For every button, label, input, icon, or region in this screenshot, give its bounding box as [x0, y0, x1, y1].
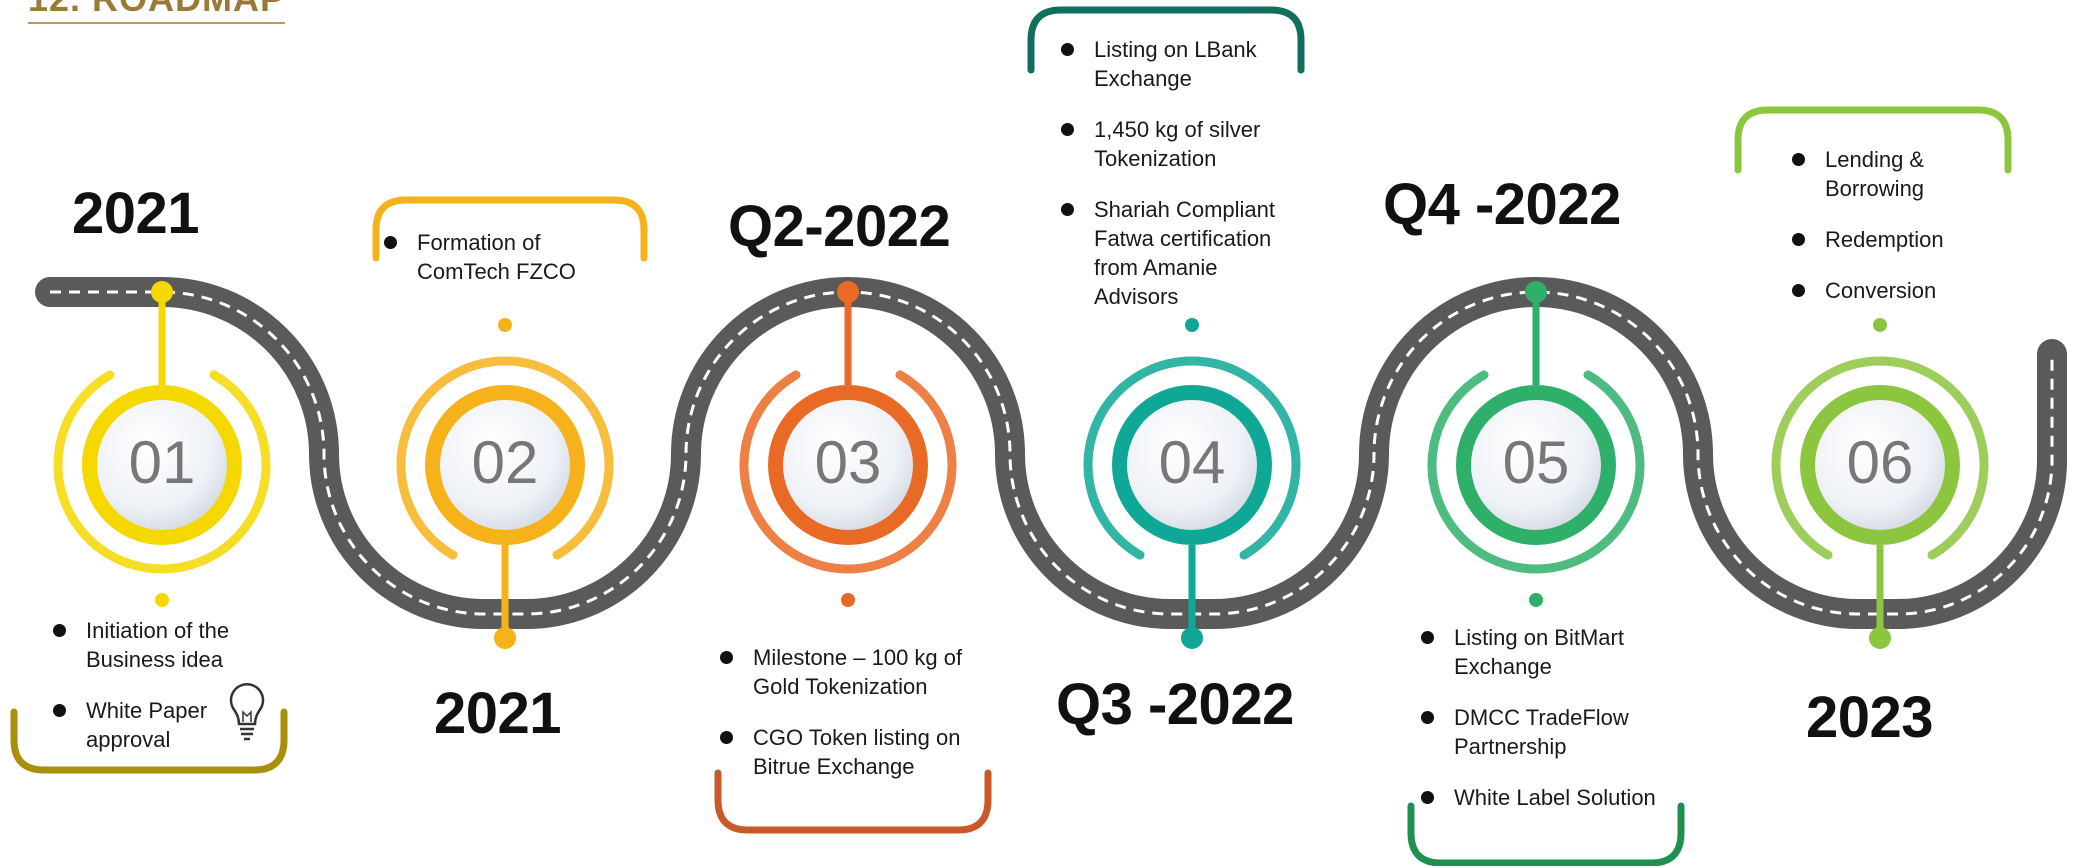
- year-label-03: Q2-2022: [728, 194, 951, 259]
- list-item: CGO Token listing on Bitrue Exchange: [720, 723, 998, 781]
- milestone-03: [739, 281, 957, 607]
- text-bracket-04: [1027, 6, 1305, 74]
- small-dot: [841, 593, 855, 607]
- road: [35, 276, 2067, 629]
- milestone-06-items: Lending & Borrowing Redemption Conversio…: [1792, 145, 1992, 327]
- outer-ring: [1427, 370, 1645, 574]
- milestone-01-items: Initiation of the Business idea White Pa…: [53, 616, 263, 776]
- road-lane-marking: [50, 290, 2054, 616]
- inner-disk: [1815, 400, 1945, 530]
- lightbulb-icon: [229, 683, 265, 741]
- road-anchor-dot: [1525, 281, 1547, 303]
- inner-disk: [440, 400, 570, 530]
- milestone-01: [53, 281, 271, 607]
- list-item: Listing on LBank Exchange: [1061, 35, 1269, 93]
- year-label-05: Q4 -2022: [1383, 172, 1621, 237]
- small-dot: [1185, 318, 1199, 332]
- inner-disk: [1127, 400, 1257, 530]
- list-item: Formation of ComTech FZCO: [384, 228, 587, 286]
- outer-ring: [396, 356, 614, 560]
- small-dot: [1873, 318, 1887, 332]
- milestone-05-items: Listing on BitMart Exchange DMCC TradeFl…: [1421, 623, 1681, 834]
- text-bracket-02: [372, 196, 648, 262]
- small-dot: [155, 593, 169, 607]
- roadmap-heading: 12. ROADMAP: [28, 0, 286, 24]
- milestone-02: [396, 318, 614, 649]
- road-anchor-dot: [151, 281, 173, 303]
- outer-ring: [53, 370, 271, 574]
- road-anchor-dot: [494, 627, 516, 649]
- list-item: DMCC TradeFlow Partnership: [1421, 703, 1664, 761]
- outer-ring: [739, 370, 957, 574]
- small-dot: [1529, 593, 1543, 607]
- list-item: Milestone – 100 kg of Gold Tokenization: [720, 643, 983, 701]
- year-label-04: Q3 -2022: [1056, 672, 1294, 737]
- list-item: White Label Solution: [1421, 783, 1684, 812]
- milestone-number-04: 04: [1158, 429, 1226, 496]
- outer-ring: [1771, 356, 1989, 560]
- list-item: White Paper approval: [53, 696, 236, 754]
- year-label-02: 2021: [434, 681, 562, 746]
- text-bracket-06: [1734, 106, 2012, 174]
- milestone-number-05: 05: [1502, 429, 1570, 496]
- road-anchor-dot: [837, 281, 859, 303]
- inner-disk: [783, 400, 913, 530]
- milestone-06: [1771, 318, 1989, 649]
- inner-disk: [97, 400, 227, 530]
- list-item: Initiation of the Business idea: [53, 616, 263, 674]
- milestone-05: [1427, 281, 1645, 607]
- small-dot: [498, 318, 512, 332]
- road-anchor-dot: [1869, 627, 1891, 649]
- milestone-02-items: Formation of ComTech FZCO: [384, 228, 614, 308]
- inner-disk: [1471, 400, 1601, 530]
- text-bracket-03: [714, 769, 992, 834]
- year-label-06: 2023: [1806, 685, 1934, 750]
- text-bracket-05: [1407, 802, 1685, 866]
- text-bracket-01: [10, 708, 288, 774]
- outer-ring: [1083, 356, 1301, 560]
- list-item: Conversion: [1792, 276, 1992, 305]
- milestone-number-06: 06: [1846, 429, 1914, 496]
- list-item: 1,450 kg of silver Tokenization: [1061, 115, 1284, 173]
- list-item: Lending & Borrowing: [1792, 145, 1955, 203]
- list-item: Redemption: [1792, 225, 1992, 254]
- milestone-04: [1083, 318, 1301, 649]
- list-item: Shariah Compliant Fatwa certification fr…: [1061, 195, 1294, 311]
- milestone-number-01: 01: [128, 429, 196, 496]
- milestone-number-02: 02: [471, 429, 539, 496]
- year-label-01: 2021: [72, 181, 200, 246]
- milestone-04-items: Listing on LBank Exchange 1,450 kg of si…: [1061, 35, 1281, 333]
- road-anchor-dot: [1181, 627, 1203, 649]
- milestone-number-03: 03: [814, 429, 882, 496]
- milestone-03-items: Milestone – 100 kg of Gold Tokenization …: [720, 643, 990, 803]
- list-item: Listing on BitMart Exchange: [1421, 623, 1654, 681]
